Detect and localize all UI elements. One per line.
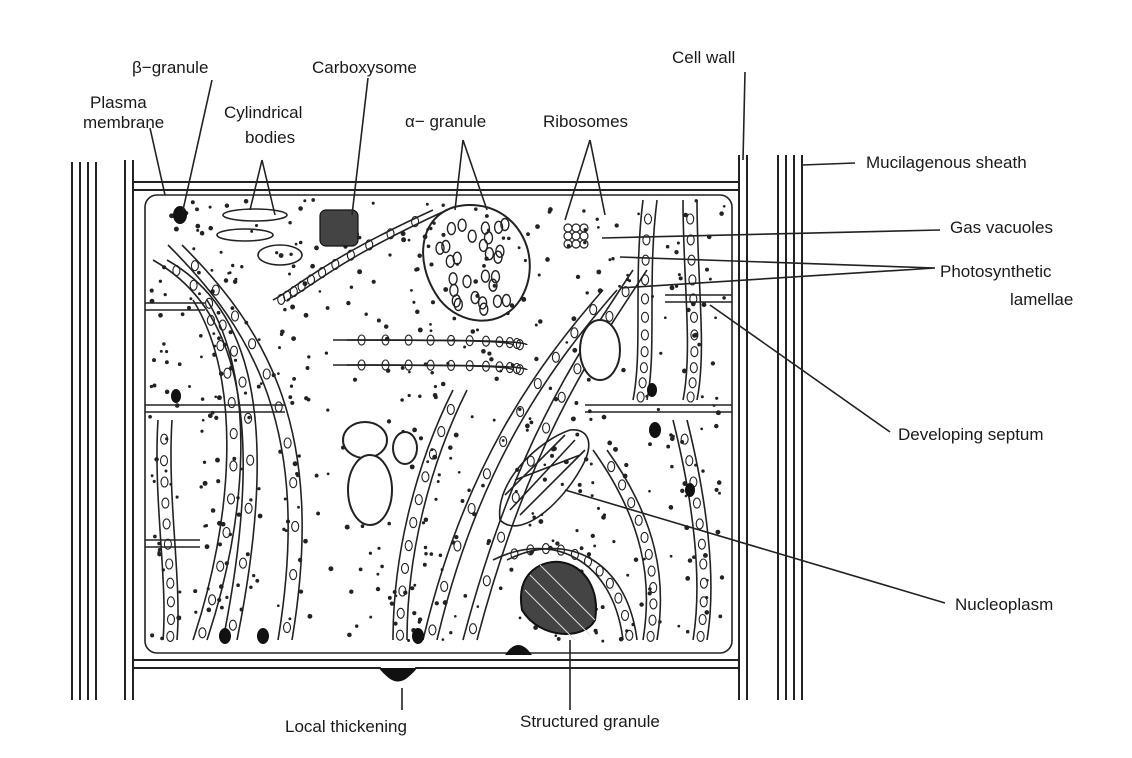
- label-local-thickening: Local thickening: [285, 717, 407, 736]
- label-developing-septum: Developing septum: [898, 425, 1044, 444]
- label-gas-vacuoles: Gas vacuoles: [950, 218, 1053, 237]
- carboxysome-body: [320, 210, 358, 246]
- label-beta-granule: β−granule: [132, 58, 208, 77]
- label-photosynthetic-line1: Photosynthetic: [940, 262, 1052, 281]
- sheath-left: [72, 162, 96, 700]
- label-carboxysome: Carboxysome: [312, 58, 417, 77]
- label-photosynthetic-line2: lamellae: [1010, 290, 1073, 309]
- label-plasma-membrane-line1: Plasma: [90, 93, 147, 112]
- sheath-right: [778, 155, 802, 700]
- structured-granule-body: [521, 562, 596, 640]
- label-structured-granule: Structured granule: [520, 712, 660, 731]
- cylindrical-bodies: [217, 209, 302, 265]
- label-cell-wall: Cell wall: [672, 48, 735, 67]
- label-plasma-membrane-line2: membrane: [83, 113, 164, 132]
- label-alpha-granule: α− granule: [405, 112, 486, 131]
- label-cylindrical-line2: bodies: [245, 128, 295, 147]
- label-cylindrical-line1: Cylindrical: [224, 103, 302, 122]
- label-mucilagenous-sheath: Mucilagenous sheath: [866, 153, 1027, 172]
- alpha-granule-particles: [436, 219, 510, 316]
- label-ribosomes: Ribosomes: [543, 112, 628, 131]
- label-nucleoplasm: Nucleoplasm: [955, 595, 1053, 614]
